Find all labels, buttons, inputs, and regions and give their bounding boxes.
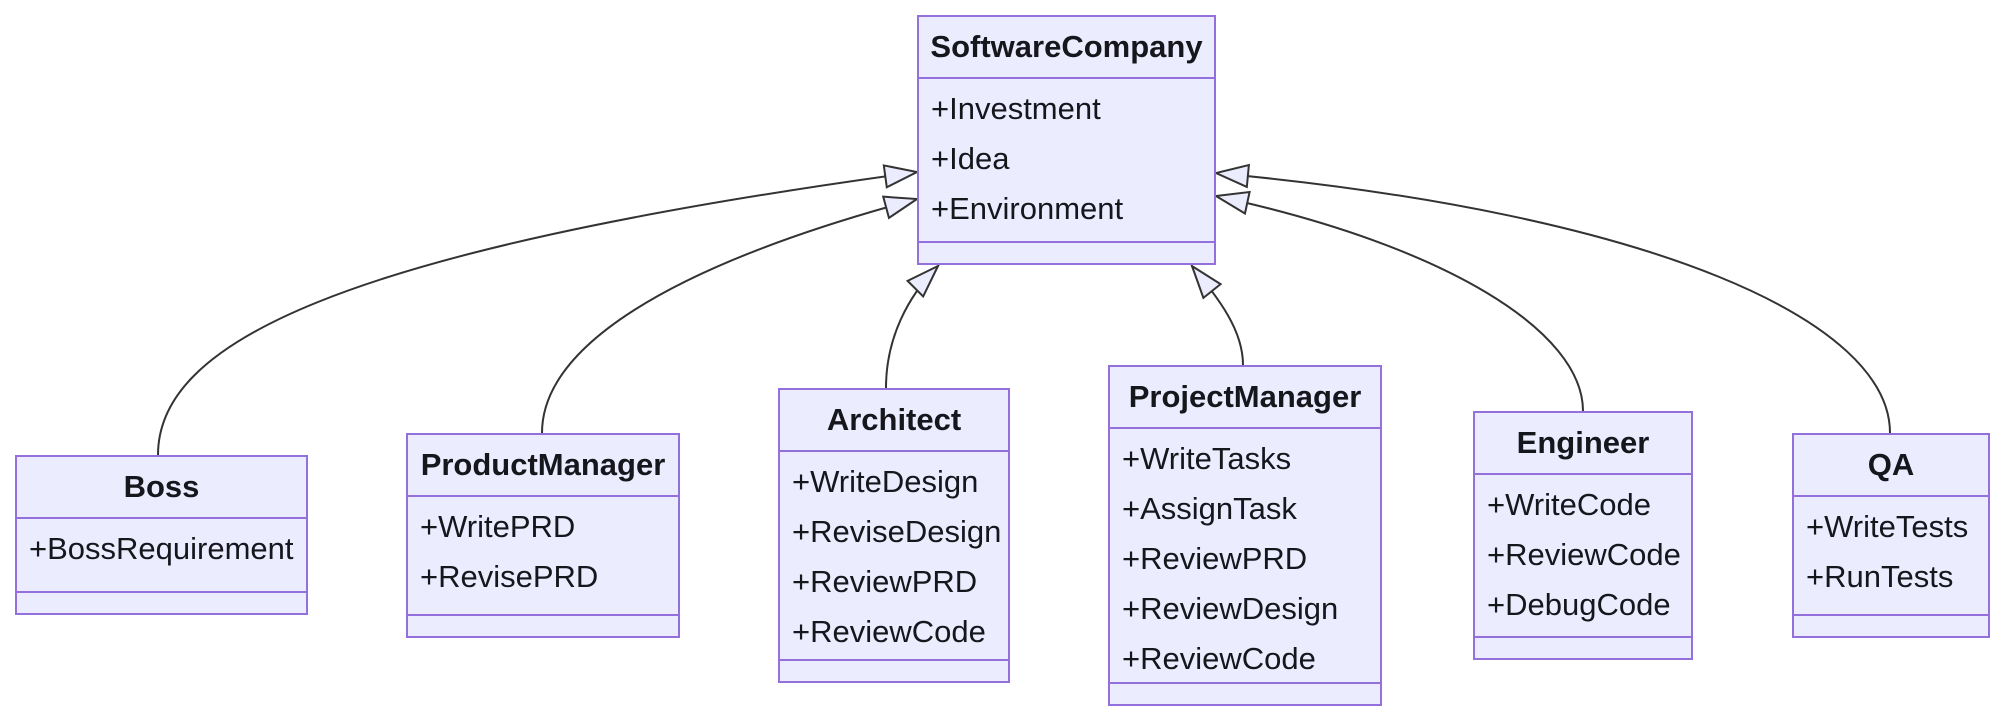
class-attributes: +BossRequirement — [17, 519, 306, 591]
attribute: +DebugCode — [1487, 587, 1671, 622]
attribute: +Investment — [931, 91, 1101, 126]
edge-projectmanager-to-softwarecompany — [1192, 266, 1244, 366]
class-title: ProjectManager — [1110, 367, 1380, 429]
class-title: SoftwareCompany — [919, 17, 1214, 79]
class-methods-empty — [1475, 636, 1691, 658]
attribute: +ReviewPRD — [1122, 541, 1308, 576]
edge-boss-to-softwarecompany — [157, 172, 917, 456]
attribute: +Environment — [931, 191, 1124, 226]
class-title: Boss — [17, 457, 306, 519]
attribute: +WriteTests — [1806, 509, 1969, 544]
class-node-boss: Boss +BossRequirement — [15, 455, 308, 615]
attribute: +ReviewCode — [1122, 641, 1316, 676]
attribute: +Idea — [931, 141, 1010, 176]
class-title: Architect — [780, 390, 1008, 452]
class-methods-empty — [17, 591, 306, 613]
attribute: +AssignTask — [1122, 491, 1297, 526]
class-node-qa: QA +WriteTests +RunTests — [1792, 433, 1990, 638]
attribute: +ReviewCode — [1487, 537, 1681, 572]
attribute: +ReviewPRD — [792, 564, 978, 599]
edge-architect-to-softwarecompany — [885, 266, 938, 389]
class-methods-empty — [1794, 614, 1988, 636]
edge-qa-to-softwarecompany — [1216, 173, 1891, 434]
class-node-softwarecompany: SoftwareCompany +Investment +Idea +Envir… — [917, 15, 1216, 265]
class-node-productmanager: ProductManager +WritePRD +RevisePRD — [406, 433, 680, 638]
class-attributes: +WriteCode +ReviewCode +DebugCode — [1475, 475, 1691, 636]
edge-engineer-to-softwarecompany — [1216, 196, 1584, 412]
attribute: +WriteTasks — [1122, 441, 1292, 476]
class-title: QA — [1794, 435, 1988, 497]
class-title: ProductManager — [408, 435, 678, 497]
class-attributes: +Investment +Idea +Environment — [919, 79, 1214, 241]
attribute: +WritePRD — [420, 509, 576, 544]
attribute: +BossRequirement — [29, 531, 294, 566]
class-node-engineer: Engineer +WriteCode +ReviewCode +DebugCo… — [1473, 411, 1693, 660]
attribute: +WriteCode — [1487, 487, 1651, 522]
class-methods-empty — [408, 614, 678, 636]
attribute: +ReviewCode — [792, 614, 986, 649]
class-attributes: +WriteTasks +AssignTask +ReviewPRD +Revi… — [1110, 429, 1380, 682]
attribute: +RunTests — [1806, 559, 1954, 594]
class-attributes: +WriteDesign +ReviseDesign +ReviewPRD +R… — [780, 452, 1008, 659]
class-methods-empty — [919, 241, 1214, 263]
class-title: Engineer — [1475, 413, 1691, 475]
attribute: +ReviewDesign — [1122, 591, 1339, 626]
class-attributes: +WriteTests +RunTests — [1794, 497, 1988, 614]
edge-productmanager-to-softwarecompany — [541, 199, 917, 434]
class-methods-empty — [780, 659, 1008, 681]
attribute: +RevisePRD — [420, 559, 599, 594]
class-attributes: +WritePRD +RevisePRD — [408, 497, 678, 614]
attribute: +ReviseDesign — [792, 514, 1002, 549]
class-node-projectmanager: ProjectManager +WriteTasks +AssignTask +… — [1108, 365, 1382, 706]
class-node-architect: Architect +WriteDesign +ReviseDesign +Re… — [778, 388, 1010, 683]
class-methods-empty — [1110, 682, 1380, 704]
attribute: +WriteDesign — [792, 464, 979, 499]
